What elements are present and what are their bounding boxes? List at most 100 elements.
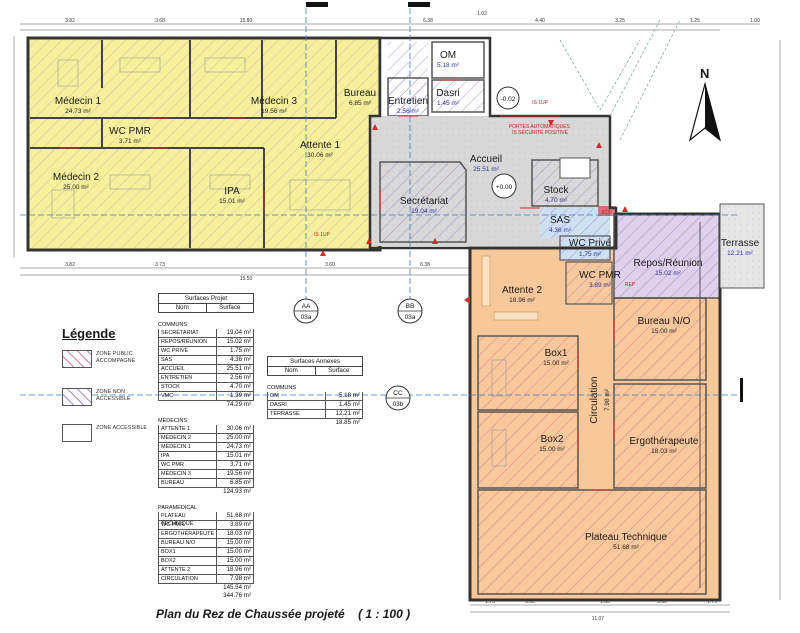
column-header-name: Nom — [159, 304, 207, 312]
room-name-sas: SAS — [550, 215, 570, 226]
room-name-circulation: Circulation — [589, 376, 600, 423]
dim-bot-3: 1.60 — [600, 599, 610, 605]
section-mark — [306, 2, 328, 7]
legend-swatch-non-accessible — [62, 388, 92, 406]
dim-mid-3: 3.60 — [325, 262, 335, 268]
column-header-area: Surface — [219, 304, 241, 311]
room-area-medecin1: 24.73 m² — [65, 108, 91, 115]
section-cc-label: CC — [393, 390, 403, 397]
column-header-name: Nom — [268, 367, 316, 375]
room-name-attente2: Attente 2 — [502, 285, 542, 296]
legend-label-public: Zone Public accompagné — [96, 351, 136, 364]
table-row: Bureau N/O15.00 m² — [158, 539, 254, 548]
room-area-sas: 4.36 m² — [549, 227, 572, 234]
dim-mid-1: 3.73 — [155, 262, 165, 268]
surfaces-projet-table: Surfaces Projet Nom Surface Communs Secr… — [158, 293, 254, 600]
column-header-area: Surface — [328, 367, 350, 374]
legend-swatch-public — [62, 350, 92, 368]
table-row: Attente 218.96 m² — [158, 566, 254, 575]
group-total: 145.54 m² — [223, 584, 251, 591]
room-area-box1: 15.00 m² — [543, 360, 569, 367]
room-area-circulation: 7.98 m² — [604, 388, 611, 411]
room-area-entretien: 2.56 m² — [397, 108, 420, 115]
room-area-medecin2: 25.00 m² — [63, 184, 89, 191]
section-aa-sheet: 03a — [301, 314, 312, 321]
exterior-paths — [559, 19, 681, 141]
dim-top-3: 6.38 — [423, 18, 433, 24]
surfaces-annexes-table: Surfaces Annexes Nom Surface Communs OM5… — [267, 356, 363, 427]
table-row: Attente 130.06 m² — [158, 425, 254, 434]
room-name-repos: Repos/Réunion — [634, 258, 703, 269]
dim-top-8: 1.00 — [750, 18, 760, 24]
plan-scale: ( 1 : 100 ) — [358, 607, 411, 621]
rep-label: REP — [625, 282, 636, 288]
level-markers: +0.00 -0.02 — [491, 86, 520, 199]
room-area-wcpmr2: 3.89 m² — [589, 282, 612, 289]
room-area-ergo: 18.03 m² — [651, 448, 677, 455]
table-header: Nom Surface — [267, 367, 363, 376]
room-name-medecin2: Médecin 2 — [53, 172, 100, 183]
room-name-bureauno: Bureau N/O — [638, 316, 691, 327]
room-area-ipa: 15.01 m² — [219, 198, 245, 205]
room-area-accueil: 25.51 m² — [473, 166, 499, 173]
group-label: Communs — [158, 322, 188, 328]
room-name-ergo: Ergothérapeute — [630, 436, 699, 447]
room-name-medecin3: Médecin 3 — [251, 96, 298, 107]
room-area-secretariat: 19.04 m² — [411, 208, 437, 215]
table-title: Surfaces Projet — [158, 293, 254, 304]
dim-top-7: 1.25 — [690, 18, 700, 24]
room-area-attente2: 18.96 m² — [509, 297, 535, 304]
group-label: Paramédical — [158, 505, 198, 511]
fire-markers — [320, 120, 628, 304]
dim-mid-4: 6.38 — [420, 262, 430, 268]
legend: Légende Zone Public accompagné Zone non … — [62, 326, 162, 442]
dim-bot-5: 1.75 — [707, 599, 717, 605]
room-area-box2: 15.00 m² — [539, 446, 565, 453]
room-area-terrasse: 12.21 m² — [727, 250, 753, 257]
dim-top-6: 3.25 — [615, 18, 625, 24]
table-header: Nom Surface — [158, 304, 254, 313]
east-wing — [468, 212, 722, 602]
section-marker-bb: BB 03a — [397, 298, 423, 324]
is-marker: IS 1UP — [314, 232, 331, 238]
axis-lines — [20, 8, 740, 396]
legend-label-accessible: Zone accessible — [96, 425, 148, 431]
room-name-accueil: Accueil — [470, 154, 502, 165]
room-area-plateau: 51.68 m² — [613, 544, 639, 551]
room-name-plateau: Plateau Technique — [585, 532, 668, 543]
legend-item-public: Zone Public accompagné — [62, 350, 162, 370]
room-name-ipa: IPA — [224, 186, 240, 197]
terrasse-area — [719, 203, 765, 289]
section-bb-label: BB — [406, 303, 415, 310]
dim-top-4: 1.02 — [477, 11, 487, 17]
room-name-wcpmr2: WC PMR — [579, 270, 621, 281]
room-labels: Médecin 1 24.73 m² Médecin 3 19.56 m² Bu… — [53, 50, 760, 551]
north-label: N — [700, 66, 710, 81]
legend-title: Légende — [62, 326, 116, 341]
dim-bot-0: 1.75 — [485, 599, 495, 605]
group-medecins: Médecins Attente 130.06 m² Médecin 225.0… — [158, 417, 254, 496]
dim-bot-2: 11.07 — [592, 616, 604, 622]
room-name-stock: Stock — [543, 185, 569, 196]
room-name-box2: Box2 — [541, 434, 564, 445]
